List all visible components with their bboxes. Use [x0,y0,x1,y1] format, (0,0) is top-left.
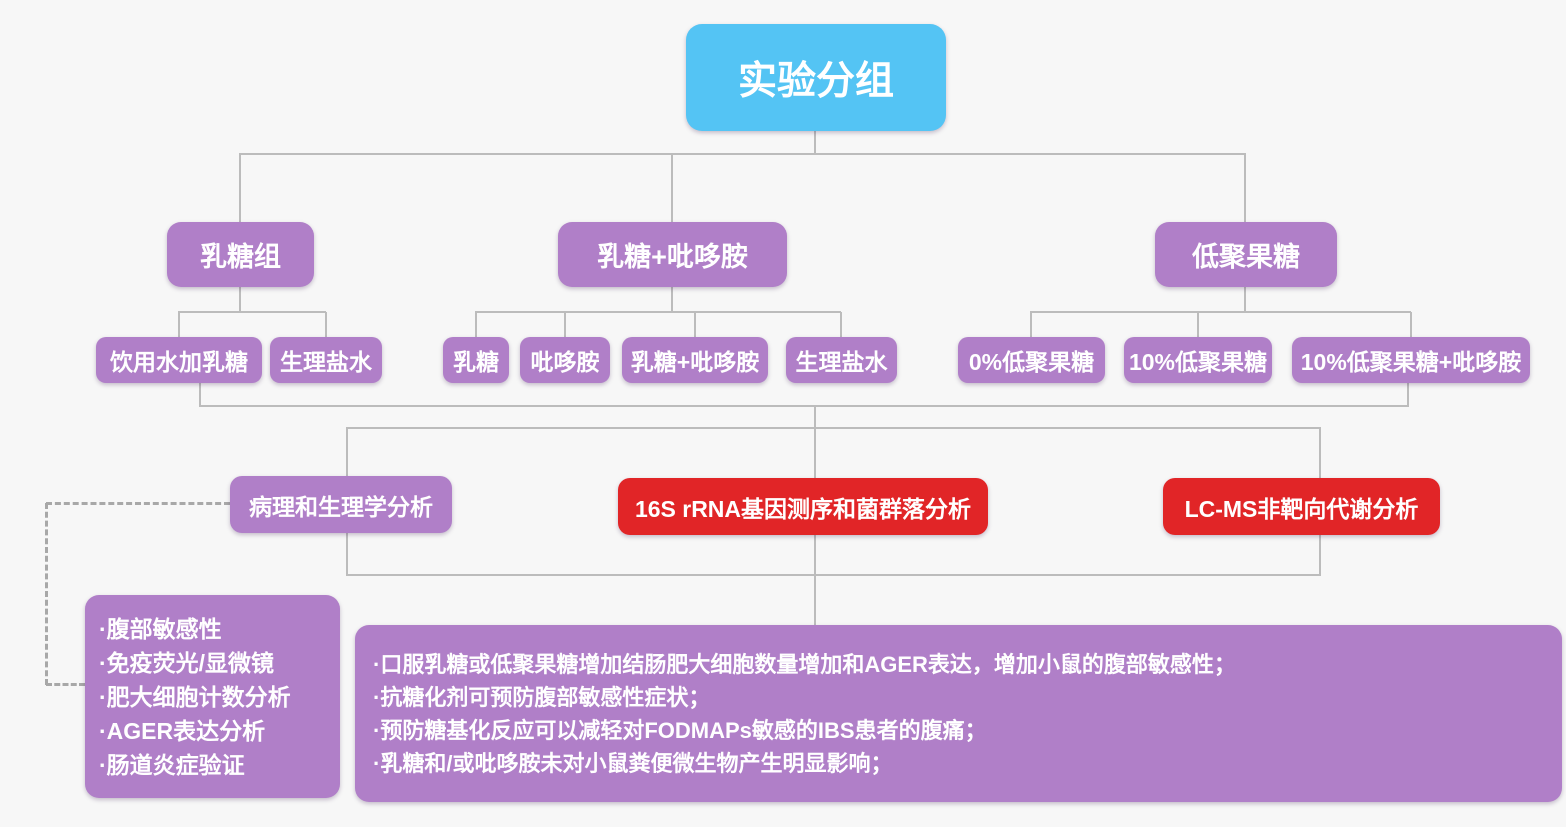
dashed-connector-line [46,502,230,505]
connector-line [1030,312,1032,337]
connector-line [814,428,816,478]
finding-item: ·口服乳糖或低聚果糖增加结肠肥大细胞数量增加和AGER表达，增加小鼠的腹部敏感性… [373,651,1236,677]
connector-line [1244,287,1246,312]
node-child-pyridoxamine: 吡哆胺 [520,337,610,383]
detail-item: ·AGER表达分析 [99,717,266,744]
node-child-saline-1: 生理盐水 [270,337,382,383]
connector-line [475,312,477,337]
dashed-connector-line [45,503,48,685]
detail-item: ·免疫荧光/显微镜 [99,649,275,676]
connector-line [1030,311,1411,313]
connector-line [1319,428,1321,478]
node-analysis-pathology-physiology: 病理和生理学分析 [230,476,452,533]
connector-line [1319,535,1321,575]
node-child-fos-10-pyridoxamine: 10%低聚果糖+吡哆胺 [1292,337,1530,383]
node-analysis-16s-rrna: 16S rRNA基因测序和菌群落分析 [618,478,988,535]
detail-item: ·腹部敏感性 [99,615,222,642]
connector-line [814,535,816,625]
connector-line [346,574,1321,576]
node-group-lactose-pyridoxamine: 乳糖+吡哆胺 [558,222,787,287]
node-child-fos-0: 0%低聚果糖 [958,337,1105,383]
connector-line [694,312,696,337]
connector-line [239,287,241,312]
connector-line [814,131,816,154]
connector-line [1197,312,1199,337]
node-child-lactose-pyridoxamine: 乳糖+吡哆胺 [622,337,768,383]
connector-line [475,311,841,313]
connector-line [346,533,348,575]
node-child-lactose: 乳糖 [443,337,509,383]
connector-line [564,312,566,337]
connector-line [840,312,842,337]
connector-line [178,312,180,337]
node-child-saline-2: 生理盐水 [786,337,897,383]
node-group-fos: 低聚果糖 [1155,222,1337,287]
connector-line [346,428,348,476]
connector-line [671,287,673,312]
connector-line [1244,154,1246,222]
connector-line [178,311,326,313]
connector-line [1407,383,1409,406]
detail-item: ·肠道炎症验证 [99,751,245,778]
connector-line [814,406,816,428]
node-analysis-lcms: LC-MS非靶向代谢分析 [1163,478,1440,535]
connector-line [199,383,201,406]
finding-item: ·抗糖化剂可预防腹部敏感性症状； [373,684,711,710]
finding-item: ·预防糖基化反应可以减轻对FODMAPs敏感的IBS患者的腹痛； [373,717,987,743]
connector-line [199,405,1409,407]
connector-line [239,153,1246,155]
connector-line [325,312,327,337]
connector-line [346,427,1321,429]
detail-item: ·肥大细胞计数分析 [99,683,291,710]
pathology-detail-list: ·腹部敏感性 ·免疫荧光/显微镜 ·肥大细胞计数分析 ·AGER表达分析 ·肠道… [85,595,340,798]
node-child-water-lactose: 饮用水加乳糖 [96,337,262,383]
findings-box: ·口服乳糖或低聚果糖增加结肠肥大细胞数量增加和AGER表达，增加小鼠的腹部敏感性… [355,625,1562,802]
connector-line [239,154,241,222]
node-root-experiment-groups: 实验分组 [686,24,946,131]
dashed-connector-line [46,683,85,686]
connector-line [1410,312,1412,337]
connector-line [671,154,673,222]
node-group-lactose: 乳糖组 [167,222,314,287]
finding-item: ·乳糖和/或吡哆胺未对小鼠粪便微生物产生明显影响； [373,750,893,776]
node-child-fos-10: 10%低聚果糖 [1124,337,1272,383]
